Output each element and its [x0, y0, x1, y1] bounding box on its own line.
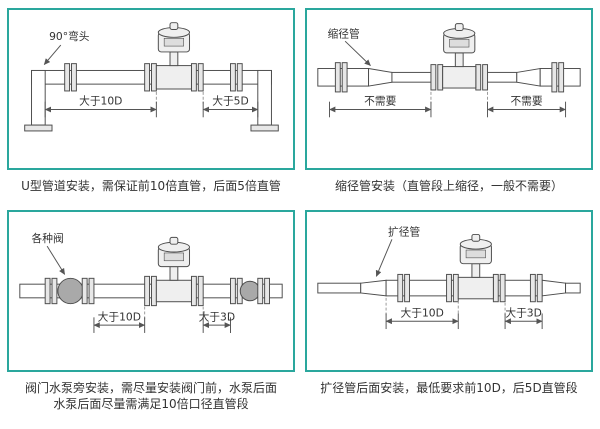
- diagram-box-reducer: 缩径管 不需要 不需要: [305, 8, 593, 170]
- flowmeter-neck: [169, 51, 179, 67]
- flowmeter-body: [442, 66, 477, 89]
- callout-arrow: [344, 40, 371, 66]
- dimension-right: 不需要: [487, 91, 567, 118]
- callout-arrow: [43, 44, 62, 65]
- left-elbow-flange: [24, 124, 53, 132]
- valve-ball: [57, 277, 84, 305]
- left-elbow: [31, 69, 46, 126]
- callout-arrow: [46, 245, 66, 275]
- panel-grid: 90°弯头 大于10D 大于5D U型管: [7, 8, 593, 412]
- dimension-label-left: 大于10D: [98, 310, 141, 323]
- caption-valve-pump: 阀门水泵旁安装，需尽量安装阀门前，水泵后面: [24, 381, 277, 395]
- caption-u-type: U型管道安装，需保证前10倍直管，后面5倍直管: [21, 179, 281, 193]
- dimension-label-left: 大于10D: [401, 306, 444, 319]
- flowmeter-transmitter: [157, 22, 191, 53]
- callout-expander: 扩径管: [375, 225, 420, 277]
- callout-arrow: [375, 239, 393, 277]
- callout-label: 扩径管: [388, 225, 420, 238]
- diagram-valve-pump-svg: 各种阀 大于10D 大于3D: [19, 232, 283, 333]
- expander-cone: [360, 279, 387, 297]
- panel-u-type: 90°弯头 大于10D 大于5D U型管: [7, 8, 295, 194]
- caption-reducer: 缩径管安装（直管段上缩径，一般不需要）: [334, 179, 563, 193]
- callout-valve: 各种阀: [32, 232, 66, 275]
- dimension-left: 不需要: [329, 91, 432, 118]
- flowmeter: [155, 22, 192, 90]
- flowmeter-body: [155, 279, 192, 303]
- diagram-box-u-type: 90°弯头 大于10D 大于5D: [7, 8, 295, 170]
- diagram-u-type-svg: 90°弯头 大于10D 大于5D: [24, 22, 279, 132]
- callout-label: 90°弯头: [49, 30, 90, 43]
- dimension-left: 大于10D: [385, 297, 459, 330]
- dimension-label-right: 不需要: [510, 95, 542, 108]
- flowmeter-neck: [169, 266, 179, 281]
- flowmeter: [155, 236, 192, 303]
- dimension-left: 大于10D: [93, 306, 146, 333]
- valve: [44, 277, 95, 305]
- caption-valve-pump-line2: 水泵后面尽量需满足10倍口径直管段: [53, 397, 249, 411]
- callout-reducer: 缩径管: [328, 27, 371, 66]
- right-elbow: [257, 69, 272, 126]
- panel-valve-pump: 各种阀 大于10D 大于3D 阀门水泵旁: [7, 210, 295, 412]
- flowmeter-body: [457, 276, 494, 300]
- dimension-label-right: 大于5D: [212, 95, 249, 108]
- diagram-box-valve-pump: 各种阀 大于10D 大于3D: [7, 210, 295, 372]
- flowmeter-transmitter: [459, 233, 492, 265]
- callout-label: 缩径管: [328, 27, 360, 40]
- dimension-label-right: 大于3D: [505, 306, 542, 319]
- reducer-cone-right: [516, 67, 541, 87]
- dimension-right: 大于3D: [199, 306, 236, 333]
- pump: [230, 277, 270, 305]
- panel-reducer: 缩径管 不需要 不需要 缩径管安装（直管: [305, 8, 593, 194]
- diagram-expander-svg: 扩径管 大于10D 大于3D: [317, 225, 581, 330]
- flowmeter-transmitter: [443, 23, 476, 54]
- flowmeter: [457, 233, 494, 300]
- dimension-right: 大于5D: [202, 91, 259, 118]
- flowmeter-neck: [471, 263, 481, 278]
- dimension-left: 大于10D: [44, 91, 157, 118]
- diagram-box-expander: 扩径管 大于10D 大于3D: [305, 210, 593, 372]
- dimension-right: 大于3D: [504, 302, 543, 330]
- flowmeter-body: [155, 65, 192, 90]
- caption-expander: 扩径管后面安装，最低要求前10D，后5D直管段: [320, 381, 578, 395]
- flowmeter: [442, 23, 477, 89]
- reducer-cone-left: [368, 67, 393, 87]
- callout-label: 各种阀: [32, 232, 64, 245]
- right-elbow-flange: [250, 124, 279, 132]
- flowmeter-neck: [454, 52, 464, 68]
- dimension-label-left: 大于10D: [79, 95, 122, 108]
- callout-elbow: 90°弯头: [43, 30, 90, 65]
- pipe-run: [317, 67, 581, 87]
- dimension-label-right: 大于3D: [199, 310, 236, 323]
- dimension-label-left: 不需要: [364, 95, 396, 108]
- diagram-reducer-svg: 缩径管 不需要 不需要: [317, 23, 581, 118]
- panel-expander: 扩径管 大于10D 大于3D: [305, 210, 593, 412]
- flanges: [64, 63, 243, 92]
- pump-ball: [239, 280, 261, 302]
- flowmeter-transmitter: [157, 236, 191, 268]
- reducer-cone-right: [541, 279, 567, 297]
- flanges: [144, 275, 204, 307]
